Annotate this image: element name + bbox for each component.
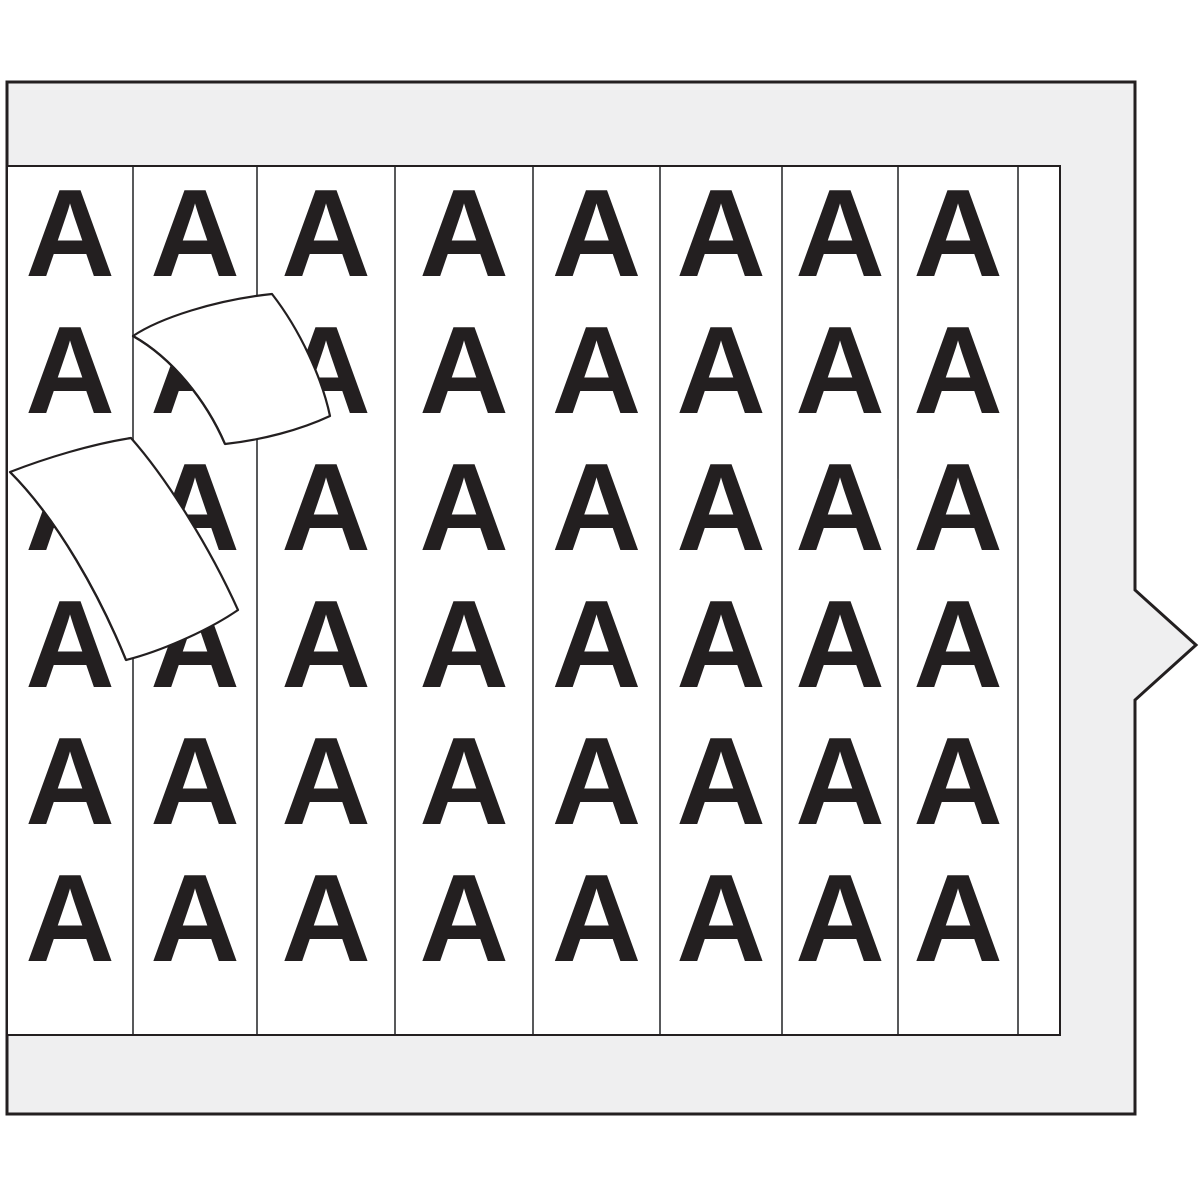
label-character[interactable]: A [552, 850, 642, 988]
label-character[interactable]: A [25, 850, 115, 988]
label-character[interactable]: A [552, 165, 642, 303]
peeled-label-lower[interactable] [8, 436, 240, 662]
label-character[interactable]: A [25, 165, 115, 303]
label-character[interactable]: A [419, 576, 509, 714]
label-character[interactable]: A [552, 713, 642, 851]
label-character[interactable]: A [552, 302, 642, 440]
label-character[interactable]: A [419, 713, 509, 851]
label-block-border [6, 165, 1061, 1036]
peeled-label-lower-curl-edge [9, 471, 128, 661]
label-character[interactable]: A [552, 439, 642, 577]
peeled-label-upper[interactable] [131, 292, 332, 446]
label-character[interactable]: A [676, 713, 766, 851]
label-character[interactable]: A [281, 439, 371, 577]
label-character[interactable]: A [281, 576, 371, 714]
label-character[interactable]: A [676, 576, 766, 714]
label-character[interactable]: A [150, 713, 240, 851]
label-character[interactable]: A [913, 439, 1003, 577]
label-character[interactable]: A [913, 850, 1003, 988]
label-character[interactable]: A [913, 576, 1003, 714]
label-character[interactable]: A [552, 576, 642, 714]
label-character[interactable]: A [25, 302, 115, 440]
label-character[interactable]: A [419, 850, 509, 988]
label-character[interactable]: A [913, 713, 1003, 851]
label-character[interactable]: A [676, 850, 766, 988]
label-block-outline-right [6, 165, 1061, 1036]
label-character[interactable]: A [795, 165, 885, 303]
label-character[interactable]: A [676, 165, 766, 303]
label-character[interactable]: A [150, 165, 240, 303]
label-character[interactable]: A [281, 165, 371, 303]
label-character[interactable]: A [795, 302, 885, 440]
label-character[interactable]: A [795, 850, 885, 988]
label-character[interactable]: A [795, 439, 885, 577]
peeled-label-upper-curl-edge [132, 335, 227, 445]
label-character[interactable]: A [150, 850, 240, 988]
label-character[interactable]: A [676, 302, 766, 440]
label-character[interactable]: A [419, 302, 509, 440]
label-character[interactable]: A [795, 713, 885, 851]
label-character[interactable]: A [795, 576, 885, 714]
label-character[interactable]: A [676, 439, 766, 577]
label-character[interactable]: A [419, 439, 509, 577]
label-character[interactable]: A [419, 165, 509, 303]
label-character[interactable]: A [281, 850, 371, 988]
label-character[interactable]: A [281, 713, 371, 851]
label-character[interactable]: A [913, 165, 1003, 303]
label-character[interactable]: A [25, 713, 115, 851]
label-character[interactable]: A [913, 302, 1003, 440]
